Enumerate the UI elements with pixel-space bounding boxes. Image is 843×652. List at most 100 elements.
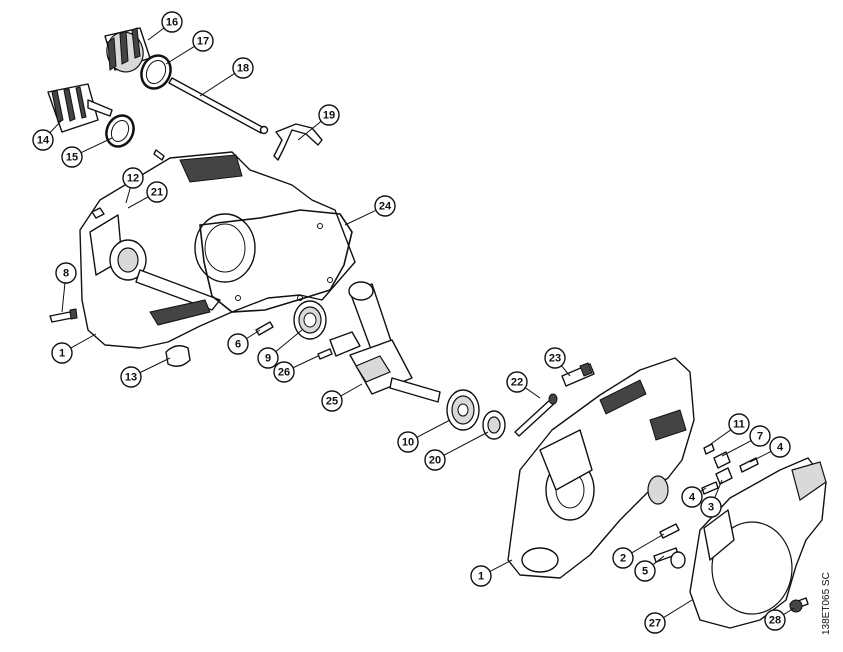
leader-line <box>292 355 319 369</box>
callout-number: 11 <box>733 419 745 431</box>
leader-line <box>80 137 113 154</box>
leader-line <box>199 73 235 97</box>
callout-16: 16 <box>147 11 183 41</box>
part-19-lever <box>273 123 323 161</box>
leader-line <box>344 209 377 226</box>
callout-1: 1 <box>470 559 513 587</box>
part-16-cap <box>104 27 151 73</box>
callout-number: 17 <box>197 36 209 48</box>
callout-10: 10 <box>397 419 451 453</box>
part-3-sleeve <box>715 467 733 485</box>
callout-12: 12 <box>122 167 144 204</box>
callout-circle <box>32 129 54 151</box>
callout-24: 24 <box>344 195 396 226</box>
callout-17: 17 <box>165 30 214 65</box>
part-7-sleeve <box>713 451 731 469</box>
callout-8: 8 <box>55 262 77 313</box>
callout-number: 26 <box>278 367 290 379</box>
part-27-cover <box>689 457 827 629</box>
leader-line <box>127 196 149 209</box>
leader-line <box>443 431 489 456</box>
leader-line <box>165 45 195 65</box>
leader-line <box>721 440 752 457</box>
part-8-screw <box>49 308 78 323</box>
callout-number: 21 <box>151 187 163 199</box>
callout-number: 25 <box>326 396 338 408</box>
callout-number: 5 <box>642 566 648 578</box>
callout-circle <box>506 371 528 393</box>
callout-number: 12 <box>127 173 139 185</box>
callout-circle <box>544 347 566 369</box>
callout-11: 11 <box>707 413 750 447</box>
callout-5: 5 <box>634 555 665 582</box>
part-15-ring <box>105 114 135 148</box>
callout-circle <box>273 361 295 383</box>
part-18-rod <box>168 77 269 135</box>
part-13-cap <box>165 345 191 367</box>
callout-4: 4 <box>681 486 707 508</box>
callout-circle <box>612 547 634 569</box>
callout-number: 3 <box>708 502 714 514</box>
callout-circle <box>374 195 396 217</box>
leader-line <box>416 419 451 438</box>
part-4-screw-lower <box>701 481 719 495</box>
part-5-screw <box>653 547 686 569</box>
callout-number: 27 <box>649 618 661 630</box>
part-10-bearing <box>446 389 480 431</box>
callout-19: 19 <box>297 104 340 141</box>
callout-number: 10 <box>402 437 414 449</box>
leader-line <box>714 479 723 498</box>
callout-circle <box>61 146 83 168</box>
callout-number: 16 <box>166 17 178 29</box>
part-6-pin <box>255 321 274 336</box>
callout-13: 13 <box>120 357 171 388</box>
callout-15: 15 <box>61 137 113 168</box>
callout-23: 23 <box>544 347 571 377</box>
part-22-tube <box>514 393 558 437</box>
callout-number: 4 <box>689 492 696 504</box>
part-14-pump <box>47 83 113 133</box>
callout-circle <box>769 436 791 458</box>
drawing-code-text: 138ET065 SC <box>821 572 832 635</box>
callout-number: 13 <box>125 372 137 384</box>
leader-line <box>663 599 693 619</box>
part-1-crankcase-right <box>507 357 695 579</box>
callout-circle <box>397 431 419 453</box>
drawing-code-label: 138ET065 SC <box>821 572 832 635</box>
callout-number: 9 <box>265 353 271 365</box>
callout-circle <box>318 104 340 126</box>
part-23-fitting <box>561 362 595 387</box>
leader-line <box>49 119 63 134</box>
leader-line <box>275 329 303 353</box>
callout-circle <box>51 342 73 364</box>
leader-line <box>61 282 66 313</box>
leader-line <box>749 451 772 463</box>
part-20-seal <box>482 410 506 440</box>
callout-circle <box>227 333 249 355</box>
leader-line <box>297 120 322 141</box>
leader-line <box>489 559 513 572</box>
callout-circle <box>681 486 703 508</box>
callout-circle <box>634 560 656 582</box>
callout-number: 23 <box>549 353 561 365</box>
callout-circle <box>470 565 492 587</box>
callout-22: 22 <box>506 371 541 399</box>
leader-line <box>246 329 261 340</box>
callout-number: 28 <box>769 615 781 627</box>
leader-line <box>70 333 97 349</box>
callout-number: 7 <box>757 431 763 443</box>
leader-line <box>561 365 571 377</box>
callout-number: 18 <box>237 63 249 75</box>
callout-25: 25 <box>321 383 363 412</box>
callout-number: 6 <box>235 339 241 351</box>
leader-line <box>700 487 707 493</box>
callout-number: 19 <box>323 110 335 122</box>
leader-line <box>783 607 795 616</box>
part-17-ring <box>140 54 172 90</box>
part-24-gasket <box>199 209 353 313</box>
leader-line <box>340 383 363 397</box>
leader-line <box>125 187 131 204</box>
leader-line <box>631 533 665 554</box>
